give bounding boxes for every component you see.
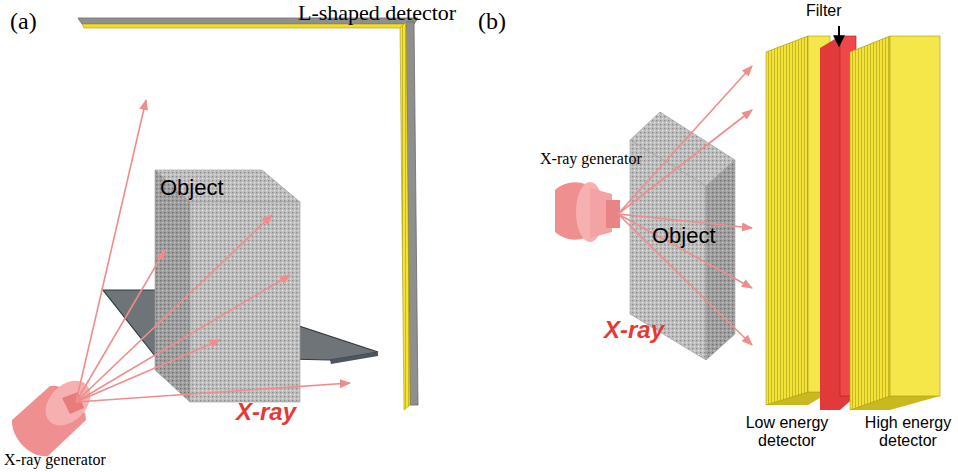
part-label: X-ray generator <box>4 451 106 469</box>
part-label: High energy detector <box>860 414 956 451</box>
part-label: L-shaped detector <box>298 0 456 25</box>
object-label-box: Object <box>650 222 718 250</box>
part-label: X-ray <box>604 316 664 344</box>
object-label: Object <box>158 174 226 202</box>
panel-label: (a) <box>10 8 37 36</box>
part-label: X-ray <box>236 398 296 426</box>
x-ray-generator <box>555 182 620 242</box>
part-label: Filter <box>806 2 842 20</box>
part-label: X-ray generator <box>540 150 642 168</box>
object-label-box: Object <box>158 174 226 202</box>
x-ray-beams <box>76 100 350 402</box>
filter-pointer <box>838 26 840 46</box>
panel-label: (b) <box>478 8 506 36</box>
object-label: Object <box>650 222 718 250</box>
x-ray-beams <box>618 66 752 345</box>
part-label: Low energy detector <box>737 414 837 451</box>
high-energy-detector <box>850 36 940 410</box>
